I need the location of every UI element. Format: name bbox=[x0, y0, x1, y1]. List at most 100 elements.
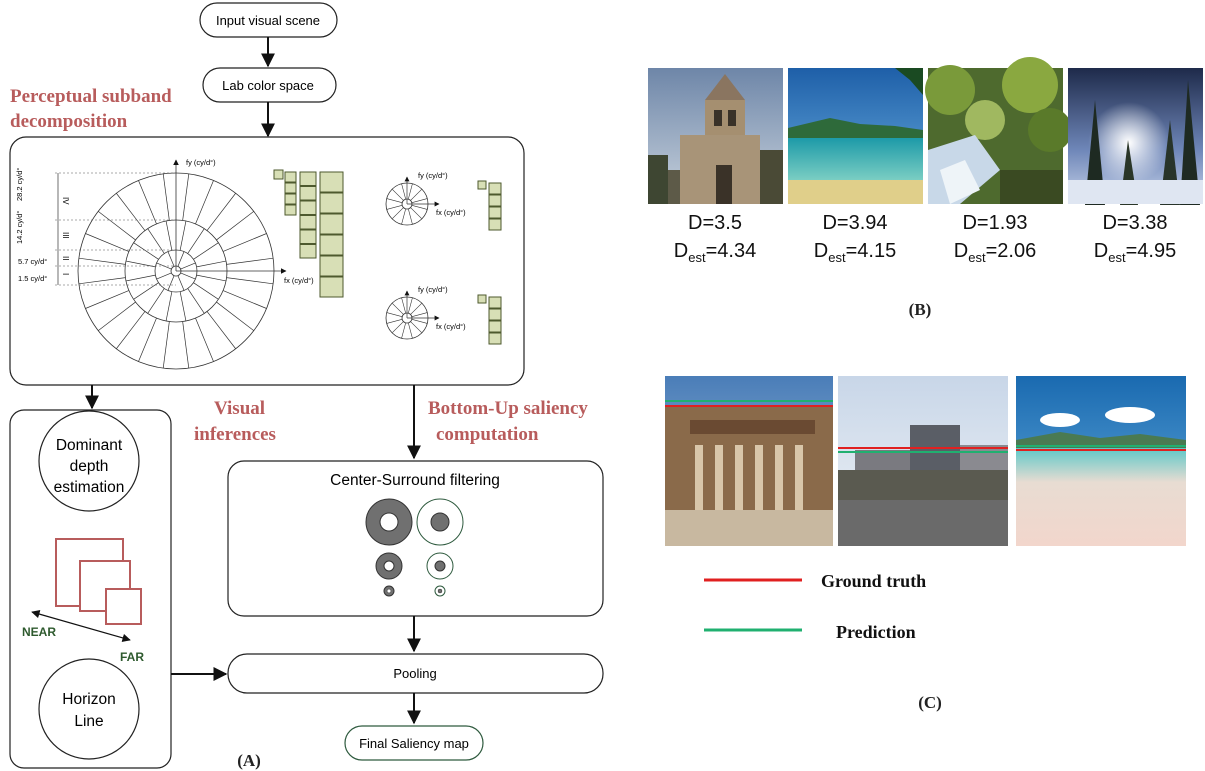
polar-spoke bbox=[187, 228, 205, 254]
image-stream bbox=[925, 57, 1072, 204]
panel-c-label: (C) bbox=[918, 693, 942, 712]
polar-spoke bbox=[195, 180, 214, 225]
prediction-label: Prediction bbox=[836, 622, 916, 642]
small-fy-label: fy (cy/d°) bbox=[418, 171, 448, 180]
center-surround-node: Center-Surround filtering bbox=[227, 460, 604, 617]
polar-spoke bbox=[138, 317, 157, 362]
small-fx-label: fx (cy/d°) bbox=[436, 208, 466, 217]
polar-spoke bbox=[222, 233, 267, 252]
depth-value-4: D=3.38 bbox=[1102, 212, 1167, 234]
band-mark-iii: III bbox=[61, 232, 70, 239]
center-surround-label: Center-Surround filtering bbox=[330, 472, 500, 489]
subband-pyramid bbox=[273, 169, 344, 298]
polar-spoke bbox=[85, 290, 130, 309]
visual-title-line1: Visual bbox=[214, 398, 265, 419]
subband-square bbox=[299, 200, 317, 215]
radius-label-14: 14.2 cy/d° bbox=[15, 211, 24, 244]
horizon-line2: Line bbox=[74, 713, 103, 730]
dominant-depth-line3: estimation bbox=[54, 479, 125, 496]
polar-spoke bbox=[179, 220, 187, 251]
bottom-up-title-line1: Bottom-Up saliency bbox=[428, 398, 588, 419]
polar-spoke bbox=[196, 274, 227, 282]
polar-spoke bbox=[180, 262, 196, 270]
polar-spoke bbox=[98, 211, 136, 241]
near-far-arrow bbox=[31, 610, 131, 642]
radius-label-1: 1.5 cy/d° bbox=[18, 274, 47, 283]
lab-color-space-label: Lab color space bbox=[222, 78, 314, 93]
band-mark-iv: IV bbox=[61, 197, 70, 205]
polar-spoke bbox=[138, 180, 157, 225]
polar-spoke bbox=[187, 288, 205, 314]
image-snow bbox=[1068, 68, 1203, 205]
subband-square bbox=[299, 186, 317, 201]
polar-spoke bbox=[133, 242, 159, 260]
polar-spoke bbox=[78, 277, 126, 285]
bottom-up-title-line2: computation bbox=[436, 424, 539, 445]
final-saliency-node: Final Saliency map bbox=[344, 725, 484, 761]
image-city bbox=[838, 376, 1008, 546]
estimated-depth-value-2: Dest=4.15 bbox=[814, 240, 896, 265]
panel-a: Input visual scene Lab color space Perce… bbox=[9, 2, 604, 770]
panel-b: D=3.5Dest=4.34D=3.94Dest=4.15D=1.93Dest=… bbox=[648, 57, 1203, 319]
legend-ground-truth: Ground truth bbox=[704, 571, 926, 591]
subband-square bbox=[299, 229, 317, 244]
radius-label-5: 5.7 cy/d° bbox=[18, 257, 47, 266]
perceptual-title-line2: decomposition bbox=[10, 111, 128, 132]
small-polar-1: fy (cy/d°) fx (cy/d°) bbox=[385, 171, 502, 231]
polar-spoke bbox=[162, 321, 170, 369]
pooling-label: Pooling bbox=[393, 666, 436, 681]
subband-square bbox=[319, 255, 344, 277]
image-beach bbox=[788, 68, 923, 204]
small-fy-label: fy (cy/d°) bbox=[418, 285, 448, 294]
polar-spoke bbox=[222, 290, 267, 309]
fy-axis-label: fy (cy/d°) bbox=[186, 158, 216, 167]
polar-spoke bbox=[125, 260, 156, 268]
legend-prediction: Prediction bbox=[704, 622, 916, 642]
dominant-depth-line2: depth bbox=[70, 458, 109, 475]
polar-spoke bbox=[206, 193, 236, 231]
subband-square bbox=[284, 182, 297, 194]
pooling-node: Pooling bbox=[227, 653, 604, 694]
polar-spoke bbox=[196, 260, 227, 268]
polar-spoke bbox=[125, 274, 156, 282]
panel-b-label: (B) bbox=[909, 300, 932, 319]
horizon-line-node: Horizon Line bbox=[38, 658, 140, 760]
far-label: FAR bbox=[120, 650, 144, 664]
estimated-depth-value-3: Dest=2.06 bbox=[954, 240, 1036, 265]
polar-spoke bbox=[133, 282, 159, 300]
polar-spoke bbox=[182, 173, 190, 221]
polar-spoke bbox=[167, 275, 175, 291]
polar-spoke bbox=[226, 257, 274, 265]
small-fx-label: fx (cy/d°) bbox=[436, 322, 466, 331]
subband-decomposition-box bbox=[9, 136, 525, 386]
polar-spoke bbox=[179, 291, 187, 322]
depth-value-2: D=3.94 bbox=[822, 212, 887, 234]
image-beach-c bbox=[1016, 376, 1186, 546]
estimated-depth-value-1: Dest=4.34 bbox=[674, 240, 756, 265]
estimated-depth-value-4: Dest=4.95 bbox=[1094, 240, 1176, 265]
polar-spoke bbox=[180, 272, 196, 280]
horizon-line1: Horizon bbox=[62, 691, 115, 708]
small-pyramid bbox=[477, 180, 502, 231]
polar-spoke bbox=[177, 275, 185, 291]
image-church bbox=[648, 68, 783, 204]
subband-square bbox=[299, 171, 317, 186]
subband-square bbox=[273, 169, 284, 180]
subband-square bbox=[299, 244, 317, 259]
small-pyramid bbox=[477, 294, 502, 345]
polar-spoke bbox=[226, 277, 274, 285]
polar-spoke bbox=[78, 257, 126, 265]
polar-spoke bbox=[216, 211, 254, 241]
panel-c: Ground truth Prediction (C) bbox=[665, 376, 1186, 712]
image-station bbox=[665, 376, 833, 546]
subband-square bbox=[319, 276, 344, 298]
small-polar-2: fy (cy/d°) fx (cy/d°) bbox=[385, 285, 502, 345]
fx-axis-label: fx (cy/d°) bbox=[284, 276, 314, 285]
radius-label-28: 28.2 cy/d° bbox=[15, 168, 24, 201]
polar-spoke bbox=[182, 321, 190, 369]
polar-spoke bbox=[165, 291, 173, 322]
band-mark-ii: II bbox=[61, 256, 70, 260]
subband-square bbox=[284, 193, 297, 205]
subband-square bbox=[284, 171, 297, 183]
